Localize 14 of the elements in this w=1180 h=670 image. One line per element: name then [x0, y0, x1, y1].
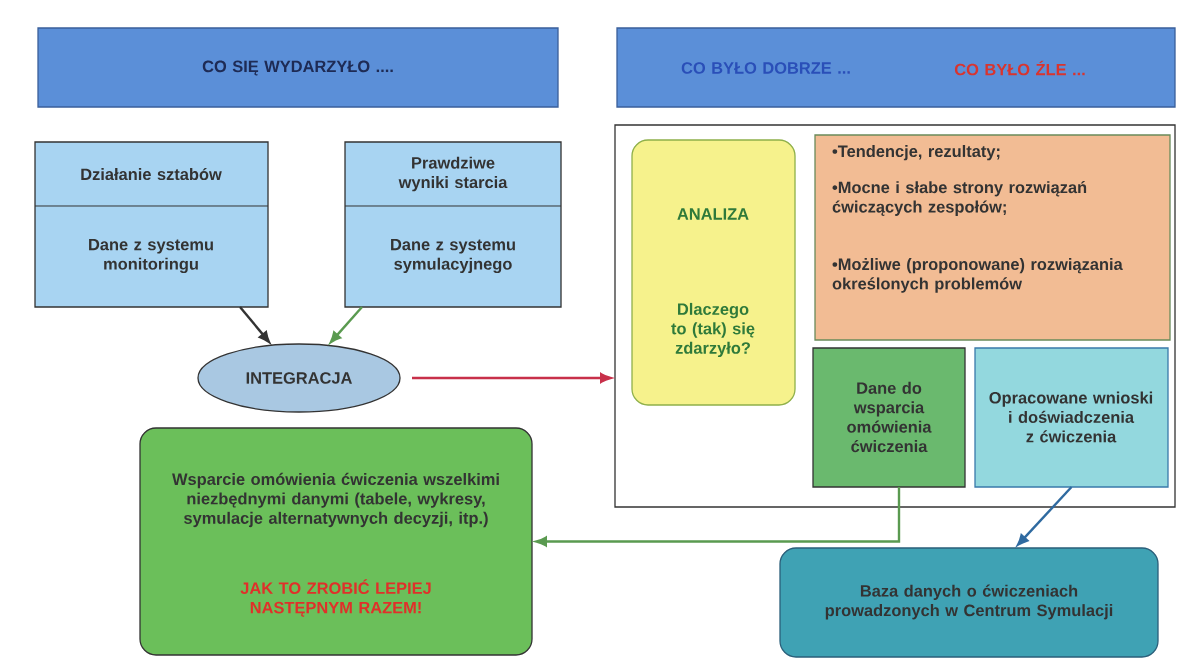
arrow: [239, 306, 270, 343]
data-box: Dane do wsparcia omówienia ćwiczenia: [812, 347, 966, 488]
conclusions-box: Opracowane wnioski i doświadczenia z ćwiczenia: [974, 347, 1169, 488]
header-band: CO BYŁO DOBRZE ... CO BYŁO ŹLE ...: [616, 27, 1176, 108]
arrow: [329, 306, 363, 344]
database-box: Baza danych o ćwiczeniach prowadzonych w Centrum Symulacji: [779, 547, 1159, 658]
header-band: CO SIĘ WYDARZYŁO ....: [37, 27, 559, 108]
data-box: Prawdziwe wyniki starcia Dane z systemu symulacyjnego: [344, 141, 562, 308]
findings-box: •Tendencje, rezultaty; •Mocne i słabe strony rozwiązań ćwiczących zespołów; •Możliwe (proponowane) rozwiązania określonych problemów: [814, 134, 1171, 341]
data-box: Działanie sztabów Dane z systemu monitoringu: [34, 141, 269, 308]
arrow: [412, 372, 612, 384]
arrow: [1016, 486, 1073, 546]
support-box: Wsparcie omówienia ćwiczenia wszelkimi niezbędnymi danymi (tabele, wykresy, symulacje alternatywnych decyzji, itp.) JAK TO ZROBIĆ LEPIEJ NASTĘPNYM RAZEM!: [139, 427, 533, 656]
analysis-box: ANALIZA Dlaczego to (tak) się zdarzyło?: [631, 139, 796, 406]
